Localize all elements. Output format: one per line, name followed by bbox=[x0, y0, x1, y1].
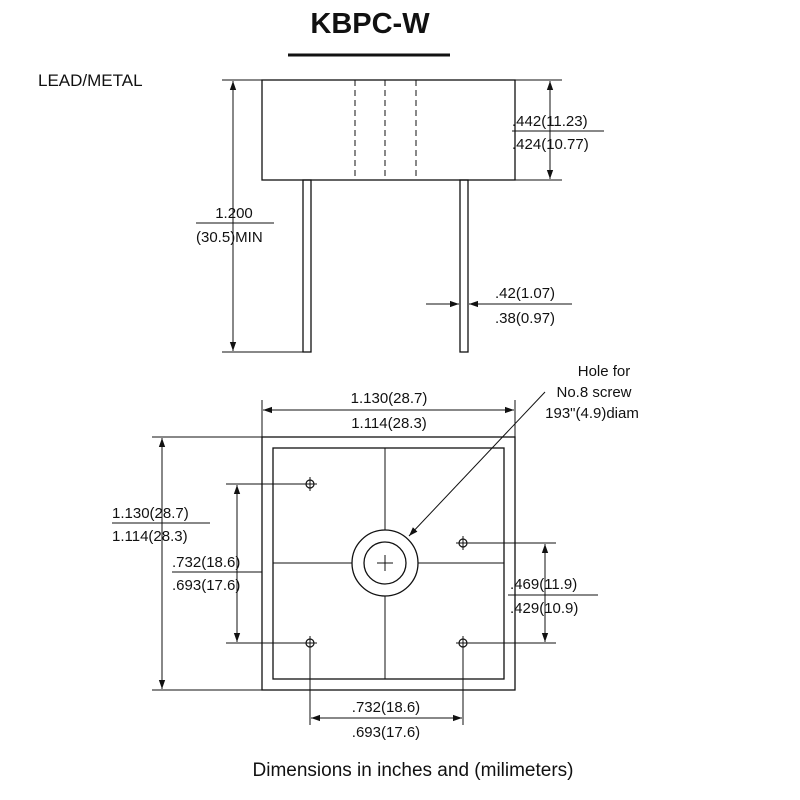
lead-width-min: .38(0.97) bbox=[495, 310, 555, 327]
top-view: Hole for No.8 screw 193"(4.9)diam 1.130(… bbox=[112, 363, 639, 741]
lead-vertical-pitch-max: .732(18.6) bbox=[172, 554, 240, 571]
lead-pin-top-left bbox=[303, 477, 317, 491]
lead-vertical-pitch-min: .693(17.6) bbox=[172, 577, 240, 594]
package-body-side bbox=[261, 79, 516, 181]
overall-height-max: 1.130(28.7) bbox=[112, 505, 189, 522]
page-title: KBPC-W bbox=[310, 8, 430, 40]
side-view: .442(11.23) .424(10.77) 1.200 (30.5)MIN … bbox=[196, 79, 604, 353]
hole-note-line3: 193"(4.9)diam bbox=[545, 405, 639, 422]
lead-pin-bottom-right bbox=[456, 636, 470, 650]
overall-width-max: 1.130(28.7) bbox=[351, 390, 428, 407]
lead-horizontal-pitch-max: .732(18.6) bbox=[352, 699, 420, 716]
overall-width-min: 1.114(28.3) bbox=[351, 415, 427, 432]
lead-left bbox=[302, 179, 312, 353]
lead-offset-min: .429(10.9) bbox=[510, 600, 578, 617]
body-height-min: .424(10.77) bbox=[512, 136, 589, 153]
overall-height-min: 1.114(28.3) bbox=[112, 528, 188, 545]
lead-length-unit: (30.5)MIN bbox=[196, 229, 263, 246]
hole-leader-line bbox=[408, 391, 546, 537]
lead-pin-bottom-left bbox=[303, 636, 317, 650]
lead-horizontal-pitch-min: .693(17.6) bbox=[352, 724, 420, 741]
lead-pin-right bbox=[456, 536, 470, 550]
lead-length-value: 1.200 bbox=[215, 205, 253, 222]
lead-right bbox=[459, 179, 469, 353]
hole-note-line1: Hole for bbox=[578, 363, 631, 380]
lead-width-max: .42(1.07) bbox=[495, 285, 555, 302]
lead-offset-max: .469(11.9) bbox=[510, 576, 577, 593]
hole-note-line2: No.8 screw bbox=[556, 384, 631, 401]
package-outline-top bbox=[261, 436, 516, 691]
lead-type-label: LEAD/METAL bbox=[38, 71, 143, 90]
dimensions-caption: Dimensions in inches and (milimeters) bbox=[253, 760, 574, 781]
body-height-max: .442(11.23) bbox=[512, 113, 588, 130]
